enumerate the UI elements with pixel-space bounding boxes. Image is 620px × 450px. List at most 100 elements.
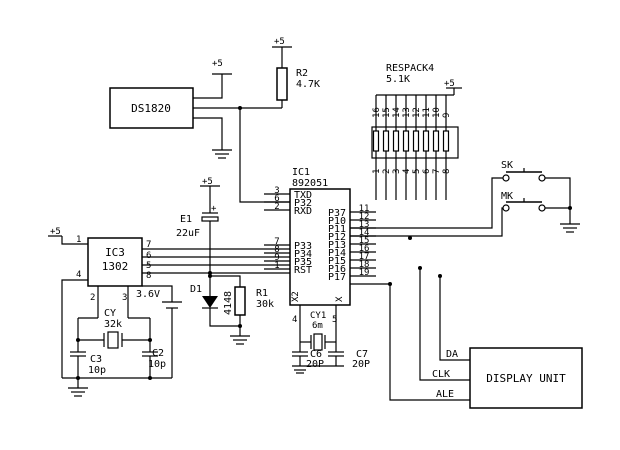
ic3-ref: IC3 [105, 246, 125, 259]
switches: SK MK [350, 160, 580, 240]
ic1-left-name-P32: P32 [294, 198, 312, 209]
respack-top-pin-11: 11 [422, 107, 432, 118]
ic1-left-name-P35: P35 [294, 257, 312, 268]
ic1-part: 892051 [292, 178, 328, 189]
r1-value: 30k [256, 299, 274, 310]
reset-circuit: +5 + E1 22uF D1 4148 R1 30k [176, 177, 274, 345]
respack-vcc-label: +5 [444, 79, 455, 89]
ds1820-label: DS1820 [131, 102, 171, 115]
ic3-pin5: 5 [146, 261, 151, 271]
ic1-left-pin-1: 1 [274, 261, 279, 271]
c6-value: 20P [306, 359, 324, 370]
e1-polarity: + [211, 204, 217, 214]
ic1-left-name-P34: P34 [294, 249, 312, 260]
ic3-part: 1302 [102, 260, 129, 273]
e1-value: 22uF [176, 228, 200, 239]
ic1-left-name-RST: RST [294, 265, 312, 276]
ic3-pin2: 2 [90, 293, 95, 303]
crystal-cy-circuit: CY 32k C3 10p C2 10p 3.6V [62, 285, 182, 397]
respack-bottom-pin-2: 2 [382, 169, 392, 174]
da-label: DA [446, 349, 458, 360]
ic3-vcc-label: +5 [50, 227, 61, 237]
ic1-right-pin-13: 13 [359, 220, 370, 230]
ic1-left-pin-8: 8 [274, 245, 279, 255]
ic1-right-pin-14: 14 [359, 228, 370, 238]
ds1820-sensor: DS1820 +5 [109, 59, 240, 159]
c3-value: 10p [88, 365, 106, 376]
cy-value: 32k [104, 319, 122, 330]
ic1-left-pin-9: 9 [274, 253, 279, 263]
respack-value: 5.1K [386, 74, 410, 85]
respack-bottom-pin-7: 7 [432, 169, 442, 174]
d1-ref: D1 [190, 284, 202, 295]
r2-ref: R2 [296, 68, 308, 79]
ic1-x2-label: X2 [291, 291, 301, 302]
respack-bottom-pin-1: 1 [372, 169, 382, 174]
c7-value: 20P [352, 359, 370, 370]
battery-value: 3.6V [136, 289, 160, 300]
ic1-right-name-P12: P12 [328, 232, 346, 243]
ic1-left-pin-7: 7 [274, 237, 279, 247]
e1-ref: E1 [180, 214, 192, 225]
sk-label: SK [501, 160, 513, 171]
ic1-right-pin-16: 16 [359, 244, 370, 254]
respack-resistor-3 [402, 130, 410, 152]
d1-value: 4148 [223, 291, 234, 315]
respack-top-pin-12: 12 [412, 107, 422, 118]
r2-value: 4.7K [296, 79, 320, 90]
respack-bottom-pin-8: 8 [442, 169, 452, 174]
respack-top-pin-13: 13 [402, 107, 412, 118]
clk-label: CLK [432, 369, 450, 380]
ic3-pin4: 4 [76, 270, 81, 280]
ic3-rtc: +5 1 IC3 1302 7 6 5 8 4 2 3 [48, 227, 290, 378]
respack-top-pin-9: 9 [442, 113, 452, 118]
ic1-right-name-P37: P37 [328, 208, 346, 219]
ic1-right-name-P13: P13 [328, 240, 346, 251]
mk-label: MK [501, 191, 513, 202]
respack-resistor-5 [422, 130, 430, 152]
ic3-pin7: 7 [146, 240, 151, 250]
crystal-cy1-circuit: CY1 6m C6 20P C7 20P [292, 311, 370, 374]
cy1-value: 6m [312, 321, 323, 331]
ic1-right-pin-12: 12 [359, 212, 370, 222]
r2-resistor: +5 R2 4.7K [238, 37, 320, 203]
ic1-ref: IC1 [292, 167, 310, 178]
ic1-left-name-RXD: RXD [294, 206, 312, 217]
r1-ref: R1 [256, 288, 268, 299]
ic1-pin4: 4 [292, 315, 297, 325]
respack-resistor-1 [382, 130, 390, 152]
respack-bottom-pin-5: 5 [412, 169, 422, 174]
ic1-left-pin-6: 6 [274, 194, 279, 204]
e1-vcc-label: +5 [202, 177, 213, 187]
ic3-pin8: 8 [146, 271, 151, 281]
respack-top-pin-15: 15 [382, 107, 392, 118]
respack-ref: RESPACK4 [386, 63, 434, 74]
ic3-pin1: 1 [76, 235, 81, 245]
ic1-right-pin-19: 19 [359, 268, 370, 278]
respack-bottom-pin-6: 6 [422, 169, 432, 174]
display-unit: DISPLAY UNIT DA CLK ALE [350, 266, 583, 409]
ic1-left-name-P33: P33 [294, 241, 312, 252]
ic1-right-name-P16: P16 [328, 264, 346, 275]
ale-label: ALE [436, 389, 454, 400]
c7-ref: C7 [356, 349, 368, 360]
ic1-left-pin-2: 2 [274, 202, 279, 212]
ic1-left-pin-3: 3 [274, 186, 279, 196]
respack-bottom-pin-4: 4 [402, 169, 412, 174]
respack-resistor-0 [372, 130, 380, 152]
ic1-right-name-P17: P17 [328, 272, 346, 283]
respack-resistor-4 [412, 130, 420, 152]
ic1-right-name-P10: P10 [328, 216, 346, 227]
c6-ref: C6 [310, 349, 322, 360]
cy1-ref: CY1 [310, 311, 326, 321]
respack-bottom-pin-3: 3 [392, 169, 402, 174]
respack-top-pin-16: 16 [372, 107, 382, 118]
c2-ref: C2 [152, 348, 164, 359]
respack-resistor-7 [442, 130, 450, 152]
respack-resistor-2 [392, 130, 400, 152]
ic1-right-pin-18: 18 [359, 260, 370, 270]
ic1-right-pin-15: 15 [359, 236, 370, 246]
